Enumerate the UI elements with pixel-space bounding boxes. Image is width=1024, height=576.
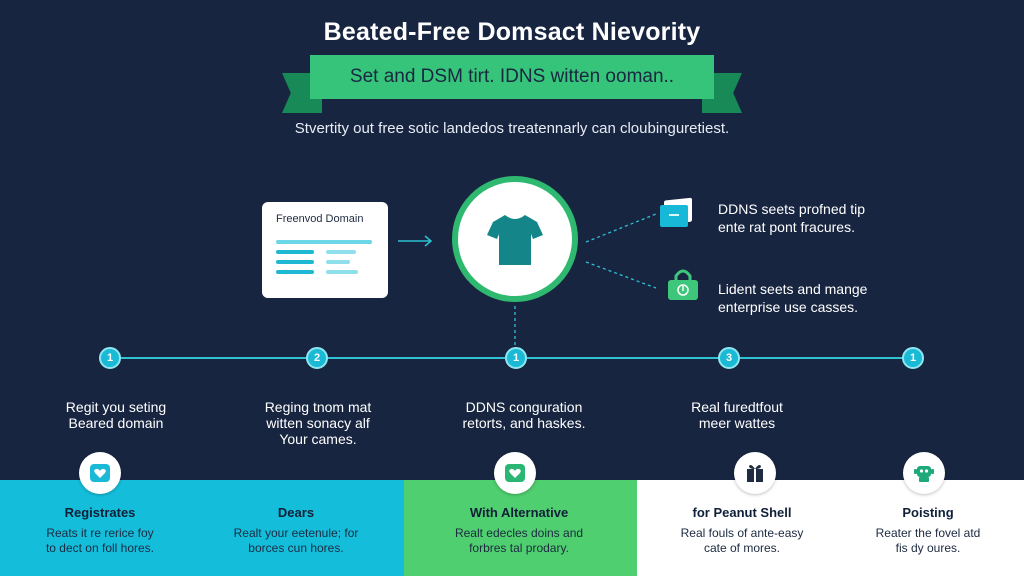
panel-line: Reater the fovel atd [875, 526, 981, 540]
timeline-node-4: 3 [718, 347, 740, 369]
card-line [326, 250, 356, 254]
step-line: Your cames. [279, 431, 357, 447]
subtitle-ribbon: Set and DSM tirt. IDNS witten ooman.. [282, 55, 742, 115]
panel-line: Reats it re rerice foy [46, 526, 154, 540]
panel-title-peanut-shell: for Peanut Shell [692, 505, 792, 520]
panel-line: to dect on foll hores. [45, 541, 155, 555]
alternative-icon-circle [494, 452, 536, 494]
step-line: retorts, and haskes. [462, 415, 586, 431]
feature-text-ddns: DDNS seets profned tip ente rat pont fra… [718, 200, 865, 236]
feature-line: enterprise use casses. [718, 299, 859, 315]
card-line [276, 240, 372, 244]
arrow-right-icon [398, 235, 433, 247]
step-line: Reging tnom mat [264, 399, 372, 415]
panel-line: cate of mores. [703, 541, 781, 555]
panel-text-alternative: Realt edecles doins and forbres tal prod… [424, 526, 614, 556]
step-label-1: Regit you seting Beared domain [31, 399, 201, 431]
panel-line: borces cun hores. [248, 541, 344, 555]
ribbon-text: Set and DSM tirt. IDNS witten ooman.. [310, 55, 714, 99]
timeline-node-1: 1 [99, 347, 121, 369]
panel-line: Real fouls of ante-easy [680, 526, 804, 540]
step-line: Real furedtfout [691, 399, 783, 415]
card-line [326, 270, 358, 274]
poisting-icon-circle [903, 452, 945, 494]
panel-text-registrates: Reats it re rerice foy to dect on foll h… [5, 526, 195, 556]
panel-title-alternative: With Alternative [469, 505, 569, 520]
card-line [276, 250, 314, 254]
panel-title-registrates: Registrates [64, 505, 136, 520]
feature-line: Lident seets and mange [718, 281, 868, 297]
panel-line: Realt edecles doins and [454, 526, 584, 540]
step-line: witten sonacy alf [266, 415, 370, 431]
panel-line: fis dy oures. [895, 541, 961, 555]
step-line: Regit you seting [65, 399, 167, 415]
timeline-node-2: 2 [306, 347, 328, 369]
heart-icon [505, 464, 525, 482]
gift-icon [747, 465, 763, 482]
ddns-card-icon [660, 197, 692, 227]
step-label-2: Reging tnom mat witten sonacy alf Your c… [233, 399, 403, 447]
card-line [276, 260, 314, 264]
feature-line: DDNS seets profned tip [718, 201, 866, 217]
step-line: DDNS conguration [465, 399, 583, 415]
timeline-node-5: 1 [902, 347, 924, 369]
domain-card: Freenvod Domain [262, 202, 388, 298]
page-title: Beated-Free Domsact Nievority [323, 18, 701, 46]
panel-green [404, 480, 637, 576]
panel-line: forbres tal prodary. [469, 541, 569, 555]
robot-icon [914, 466, 934, 482]
step-label-3: DDNS conguration retorts, and haskes. [439, 399, 609, 431]
timeline-node-3: 1 [505, 347, 527, 369]
step-label-4: Real furedtfout meer wattes [652, 399, 822, 431]
panel-text-peanut-shell: Real fouls of ante-easy cate of mores. [647, 526, 837, 556]
step-line: Beared domain [68, 415, 164, 431]
card-line [326, 260, 350, 264]
center-circle [452, 176, 578, 302]
panel-line: Realt your eetenule; for [233, 526, 359, 540]
panel-title-poisting: Poisting [902, 505, 954, 520]
panel-text-poisting: Reater the fovel atd fis dy oures. [833, 526, 1023, 556]
card-line [276, 270, 314, 274]
panel-title-dears: Dears [277, 505, 315, 520]
subtitle: Stvertity out free sotic landedos treate… [294, 120, 730, 137]
feature-text-lident: Lident seets and mange enterprise use ca… [718, 280, 867, 316]
domain-card-title: Freenvod Domain [276, 213, 364, 225]
panel-white [637, 480, 1024, 576]
feature-line: ente rat pont fracures. [718, 219, 855, 235]
panel-text-dears: Realt your eetenule; for borces cun hore… [201, 526, 391, 556]
registrates-icon-circle [79, 452, 121, 494]
peanut-shell-icon-circle [734, 452, 776, 494]
step-line: meer wattes [698, 415, 776, 431]
panel-cyan [0, 480, 404, 576]
lock-icon [668, 269, 698, 300]
t-shirt-icon [487, 215, 543, 265]
heart-icon [90, 464, 110, 482]
